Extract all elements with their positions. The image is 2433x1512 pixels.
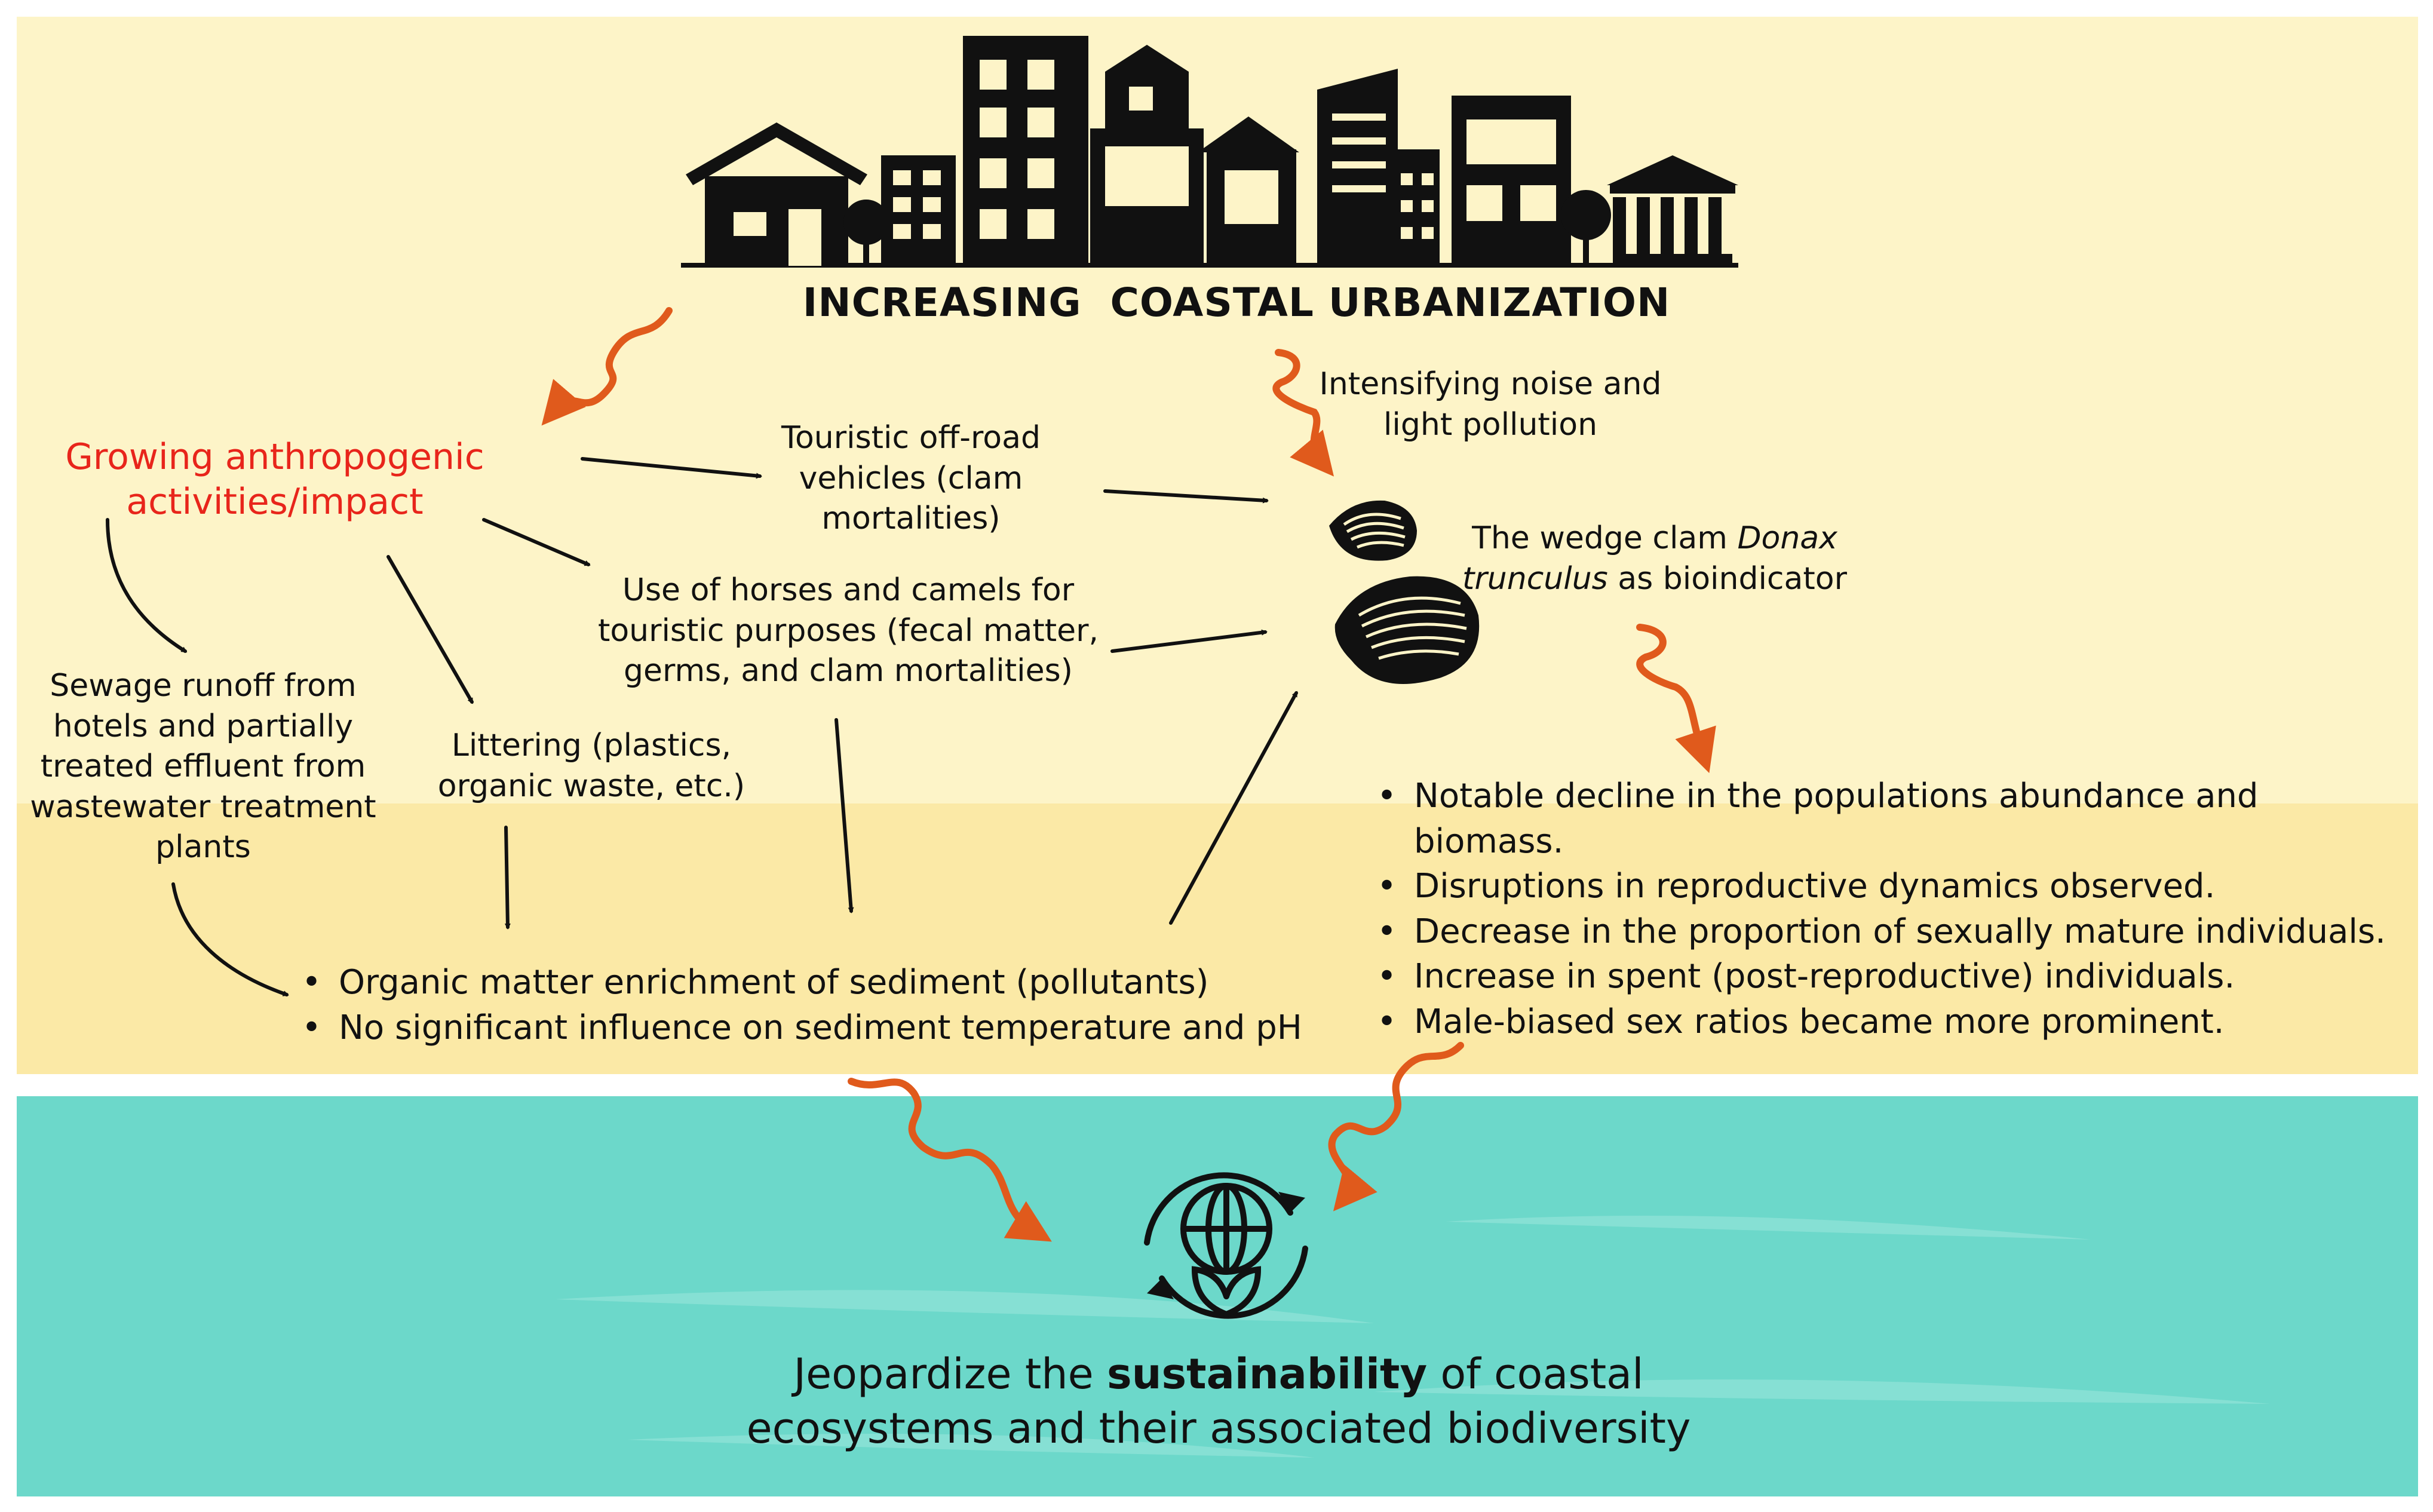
sewage-line-2: hotels and partially <box>53 708 354 744</box>
horses-line-3: germs, and clam mortalities) <box>624 653 1073 689</box>
horses-line-1: Use of horses and camels for <box>622 572 1075 608</box>
wavy-arrow-city-to-clam <box>1272 349 1334 477</box>
wavy-arrow-sediment-to-sea <box>848 1078 1052 1242</box>
wavy-arrow-clam-to-effects <box>1636 624 1716 774</box>
sea-panel <box>17 1096 2418 1496</box>
sediment-effect-item: No significant influence on sediment tem… <box>302 1005 1341 1051</box>
horses-camels-label: Use of horses and camels for touristic p… <box>594 571 1102 692</box>
clam-bioindicator-label: The wedge clam Donax trunculus as bioind… <box>1446 519 1864 599</box>
sewage-runoff-label: Sewage runoff from hotels and partially … <box>30 666 376 868</box>
conclusion-line-1: Jeopardize the sustainability of coastal <box>793 1350 1644 1398</box>
clam-effect-item: Male-biased sex ratios became more promi… <box>1377 999 2416 1045</box>
horses-line-2: touristic purposes (fecal matter, <box>597 612 1099 649</box>
anthropogenic-line-1: Growing anthropogenic <box>65 436 484 478</box>
wavy-arrow-effects-to-sea <box>1328 1042 1464 1212</box>
sediment-effect-item: Organic matter enrichment of sediment (p… <box>302 960 1341 1005</box>
clam-effect-item: Disruptions in reproductive dynamics obs… <box>1377 864 2416 909</box>
clam-species: trunculus <box>1462 560 1608 597</box>
sewage-line-1: Sewage runoff from <box>50 668 357 704</box>
anthropogenic-line-2: activities/impact <box>126 481 424 523</box>
conclusion-statement: Jeopardize the sustainability of coastal… <box>693 1347 1744 1456</box>
diagram-title: INCREASING COASTAL URBANIZATION <box>802 280 1671 326</box>
clam-line-2: trunculus as bioindicator <box>1462 560 1847 597</box>
sea-waves <box>556 1216 2270 1458</box>
conclusion-keyword: sustainability <box>1106 1350 1428 1398</box>
vehicles-line-3: mortalities) <box>821 501 1001 537</box>
clam-effect-item: Increase in spent (post-reproductive) in… <box>1377 954 2416 999</box>
noise-light-pollution-label: Intensifying noise and light pollution <box>1311 364 1670 445</box>
littering-line-1: Littering (plastics, <box>451 728 732 763</box>
noise-line-1: Intensifying noise and <box>1319 366 1662 402</box>
sewage-line-3: treated effluent from <box>40 749 366 785</box>
clam-effect-item: Notable decline in the populations abund… <box>1377 774 2416 864</box>
noise-line-2: light pollution <box>1383 406 1598 443</box>
wavy-arrow-city-to-activities <box>541 307 673 426</box>
clam-line-1: The wedge clam Donax <box>1472 520 1837 556</box>
sediment-effects-list: Organic matter enrichment of sediment (p… <box>302 960 1341 1050</box>
vehicles-line-2: vehicles (clam <box>799 460 1023 496</box>
clam-genus: Donax <box>1737 520 1837 556</box>
clam-effects-list: Notable decline in the populations abund… <box>1377 774 2416 1045</box>
anthropogenic-activities-label: Growing anthropogenic activities/impact <box>54 435 496 525</box>
littering-line-2: organic waste, etc.) <box>437 768 745 804</box>
off-road-vehicles-label: Touristic off-road vehicles (clam mortal… <box>750 418 1072 539</box>
sewage-line-5: plants <box>155 829 251 866</box>
sewage-line-4: wastewater treatment <box>30 789 376 825</box>
clam-effect-item: Decrease in the proportion of sexually m… <box>1377 909 2416 955</box>
vehicles-line-1: Touristic off-road <box>781 420 1041 456</box>
conclusion-line-2: ecosystems and their associated biodiver… <box>746 1404 1691 1453</box>
littering-label: Littering (plastics, organic waste, etc.… <box>430 726 753 806</box>
